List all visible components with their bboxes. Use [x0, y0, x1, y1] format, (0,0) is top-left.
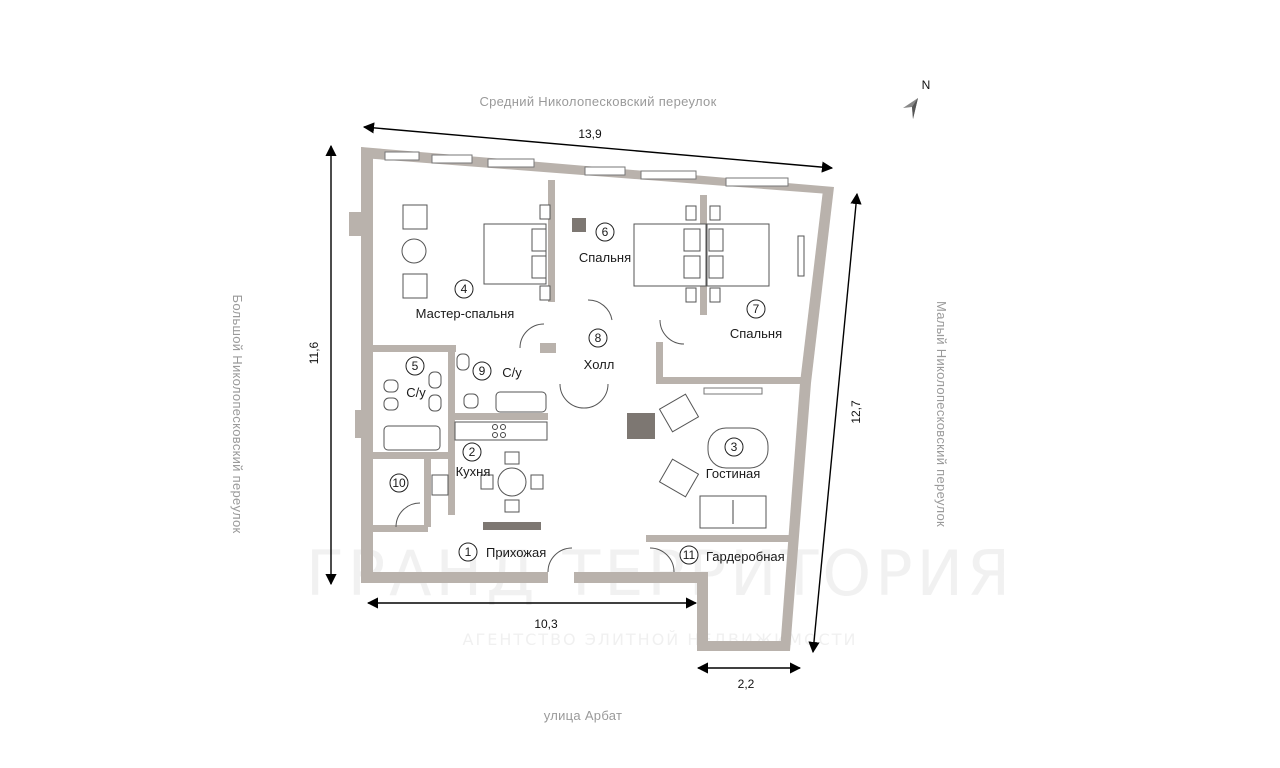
master-bedroom-furniture [401, 204, 551, 301]
street-right-label: Малый Николопесковский переулок [934, 301, 949, 527]
compass-north-label: N [922, 78, 931, 92]
room-2-number: 2 [469, 445, 476, 459]
dimension-bottom-label: 10,3 [534, 617, 558, 631]
street-bottom-label: улица Арбат [544, 708, 623, 723]
room-3-marker [724, 437, 744, 457]
room-4-label: Мастер-спальня [416, 306, 515, 321]
compass-icon [903, 98, 918, 119]
walls [349, 147, 834, 651]
living-room-furniture [627, 393, 769, 529]
doors [395, 299, 685, 573]
room-8-marker [588, 328, 608, 348]
room-6-number: 6 [602, 225, 609, 239]
room-markers [389, 222, 766, 565]
bedroom-7-furniture [706, 205, 805, 303]
room-9-label: С/у [502, 365, 522, 380]
room-9-marker [472, 361, 492, 381]
room-8-number: 8 [595, 331, 602, 345]
room-6-label: Спальня [579, 250, 631, 265]
room-5-marker [405, 356, 425, 376]
bathroom-9-fixtures [456, 353, 547, 413]
room-1-label: Прихожая [486, 545, 546, 560]
room-2-label: Кухня [456, 464, 491, 479]
room-9-number: 9 [479, 364, 486, 378]
room-10-number: 10 [392, 476, 406, 490]
dimension-left-label: 11,6 [307, 341, 321, 364]
room-10-marker [389, 473, 409, 493]
kitchen-fixtures [431, 421, 548, 530]
room-6-marker [595, 222, 615, 242]
dimension-bottom-small-label: 2,2 [738, 677, 755, 691]
room-7-marker [746, 299, 766, 319]
room-1-marker [458, 542, 478, 562]
room-5-label: С/у [406, 385, 426, 400]
room-3-number: 3 [731, 440, 738, 454]
room-2-marker [462, 442, 482, 462]
room-7-label: Спальня [730, 326, 782, 341]
room-5-number: 5 [412, 359, 419, 373]
windows [384, 151, 789, 395]
bathroom-5-fixtures [383, 371, 442, 451]
room-3-label: Гостиная [706, 466, 761, 481]
street-top-label: Средний Николопесковский переулок [479, 94, 716, 109]
dimension-right-arrow [808, 192, 862, 654]
dimension-right-label: 12,7 [849, 400, 863, 424]
room-7-number: 7 [753, 302, 760, 316]
dimension-top-label: 13,9 [578, 127, 602, 141]
bedroom-6-furniture [572, 205, 707, 303]
room-1-number: 1 [465, 545, 472, 559]
room-8-label: Холл [584, 357, 615, 372]
dimension-top-arrow [362, 122, 834, 173]
room-11-number: 11 [683, 548, 696, 562]
room-11-label: Гардеробная [706, 549, 785, 564]
watermark-sub: АГЕНТСТВО ЭЛИТНОЙ НЕДВИЖИМОСТИ [463, 630, 858, 649]
room-11-marker [679, 545, 699, 565]
street-left-label: Большой Николопесковский переулок [230, 294, 245, 533]
room-4-marker [454, 279, 474, 299]
room-4-number: 4 [461, 282, 468, 296]
